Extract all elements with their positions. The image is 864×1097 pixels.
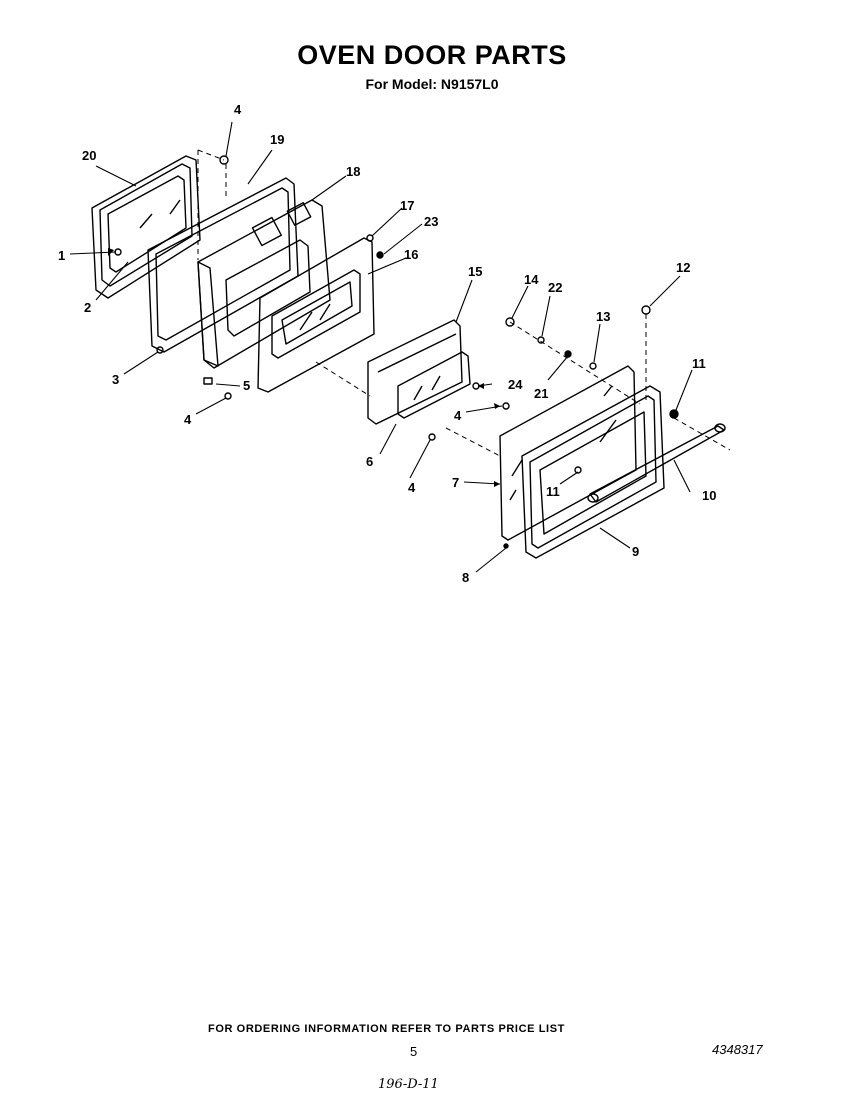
callout-13: 13 [596,309,610,324]
leader-arrowheads [108,248,500,487]
part-16-window-frame [257,237,375,393]
callout-7: 7 [452,475,459,490]
callout-23: 23 [424,214,438,229]
part-6-inner-glass [397,351,471,419]
callout-5: 5 [243,378,250,393]
callout-6: 6 [366,454,373,469]
callout-11: 11 [692,356,706,371]
callout-10: 10 [702,488,716,503]
part-9-outer-door-frame [521,385,665,559]
callout-12: 12 [676,260,690,275]
document-number: 4348317 [712,1042,763,1057]
callout-labels: 1 2 3 4 4 4 4 5 6 7 8 9 10 11 11 12 13 1… [58,102,716,585]
callout-leaders [69,121,693,573]
callout-18: 18 [346,164,360,179]
callout-24: 24 [508,377,523,392]
callout-4: 4 [234,102,242,117]
hardware-fasteners [114,155,679,549]
callout-4: 4 [454,408,462,423]
handwritten-note: 196-D-11 [378,1077,439,1092]
callout-4: 4 [184,412,192,427]
callout-1: 1 [58,248,65,263]
callout-21: 21 [534,386,548,401]
callout-14: 14 [524,272,539,287]
callout-17: 17 [400,198,414,213]
part-10-handle [587,423,726,503]
callout-19: 19 [270,132,284,147]
page-number: 5 [410,1044,418,1059]
part-19-gasket [147,177,299,353]
callout-11: 11 [546,484,560,499]
callout-2: 2 [84,300,91,315]
callout-16: 16 [404,247,418,262]
part-20-rear-panel [91,155,201,299]
part-15-glass-retainer [367,319,463,425]
callout-20: 20 [82,148,96,163]
model-subtitle: For Model: N9157L0 [365,76,499,92]
callout-3: 3 [112,372,119,387]
callout-9: 9 [632,544,639,559]
callout-4: 4 [408,480,416,495]
callout-15: 15 [468,264,482,279]
callout-22: 22 [548,280,562,295]
assembly-guide-lines [197,149,731,457]
page-title: OVEN DOOR PARTS [297,40,567,70]
callout-8: 8 [462,570,469,585]
ordering-note: FOR ORDERING INFORMATION REFER TO PARTS … [208,1023,565,1035]
